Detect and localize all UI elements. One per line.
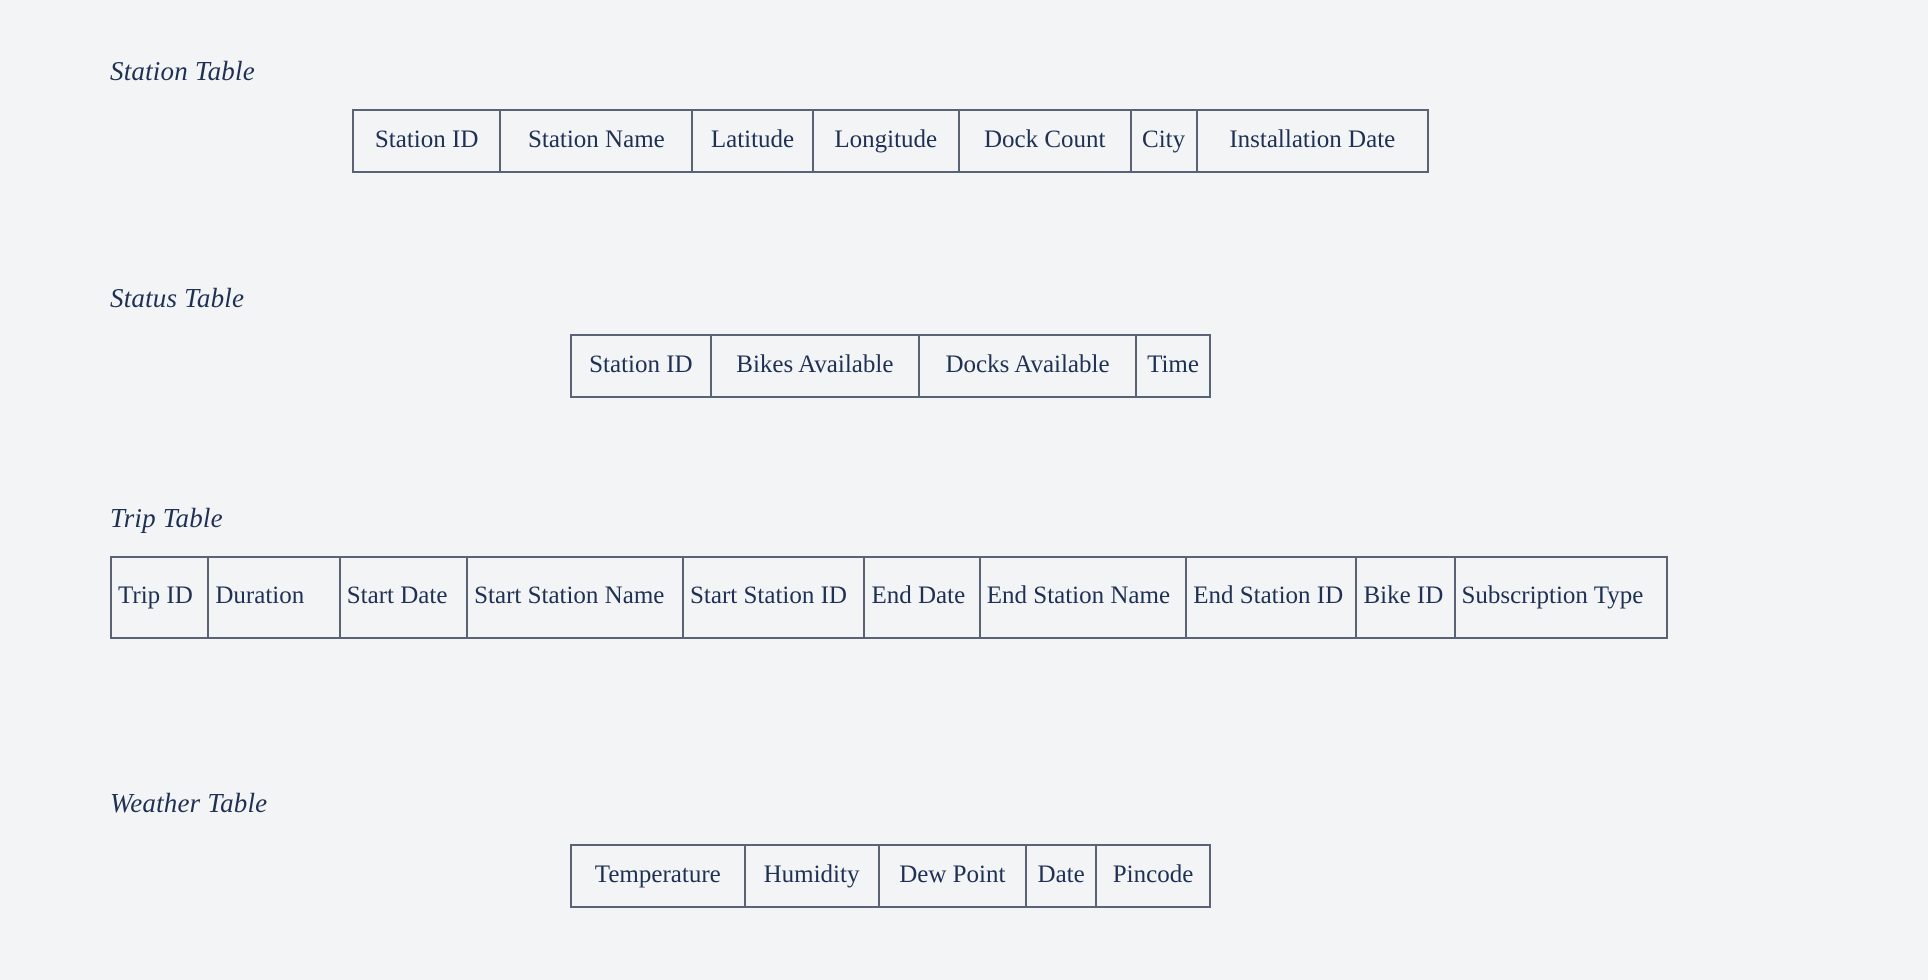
column-header-start-station-id: Start Station ID [682,556,866,639]
column-header-bike-id: Bike ID [1355,556,1456,639]
column-header-station-name: Station Name [499,108,694,174]
column-header-docks-available: Docks Available [917,333,1138,399]
page-title-weather-table: Weather Table [110,788,268,818]
column-header-end-date: End Date [863,556,981,639]
table-row: Temperature Humidity Dew Point Date Pinc… [570,843,1211,909]
table-row: Station ID Bikes Available Docks Availab… [570,333,1211,399]
column-header-dock-count: Dock Count [957,108,1132,174]
column-header-end-station-name: End Station Name [978,556,1188,639]
page-title-station-table: Station Table [110,56,255,86]
column-header-installation-date: Installation Date [1195,108,1430,174]
column-header-humidity: Humidity [743,843,880,909]
page-title-status-table: Status Table [110,283,245,313]
column-header-start-station-name: Start Station Name [466,556,685,639]
column-header-city: City [1129,108,1198,174]
table-station: Station ID Station Name Latitude Longitu… [351,108,1430,174]
column-header-station-id: Station ID [570,333,712,399]
column-header-trip-id: Trip ID [109,556,210,639]
column-header-longitude: Longitude [811,108,960,174]
table-status: Station ID Bikes Available Docks Availab… [570,333,1211,399]
column-header-date: Date [1025,843,1098,909]
column-header-duration: Duration [207,556,341,639]
table-row: Station ID Station Name Latitude Longitu… [351,108,1430,174]
table-trip: Trip ID Duration Start Date Start Statio… [109,556,1669,639]
column-header-time: Time [1135,333,1211,399]
column-header-temperature: Temperature [570,843,746,909]
column-header-station-id: Station ID [351,108,502,174]
column-header-end-station-id: End Station ID [1185,556,1358,639]
table-weather: Temperature Humidity Dew Point Date Pinc… [570,843,1211,909]
column-header-latitude: Latitude [691,108,814,174]
column-header-subscription-type: Subscription Type [1453,556,1669,639]
table-row: Trip ID Duration Start Date Start Statio… [109,556,1669,639]
column-header-pincode: Pincode [1095,843,1211,909]
column-header-dew-point: Dew Point [877,843,1028,909]
column-header-bikes-available: Bikes Available [709,333,921,399]
column-header-start-date: Start Date [338,556,469,639]
page-title-trip-table: Trip Table [110,503,223,533]
